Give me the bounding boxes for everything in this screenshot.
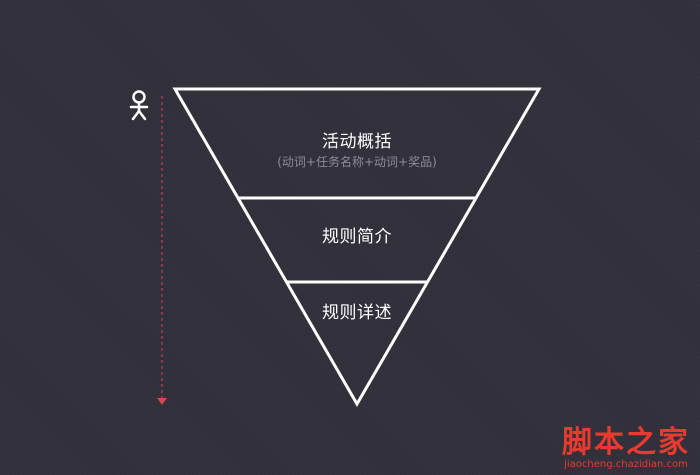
watermark-url: jiaocheng.chazidian.com xyxy=(564,459,688,470)
section-label-summary: 活动概括 xyxy=(322,132,392,152)
section-sublabel-summary: (动词+任务名称+动词+奖品) xyxy=(277,155,437,169)
section-label-rules-intro: 规则简介 xyxy=(322,227,392,247)
watermark-title: 脚本之家 xyxy=(562,425,690,460)
person-icon xyxy=(129,90,149,121)
direction-arrow xyxy=(157,96,167,405)
section-label-rules-detail: 规则详述 xyxy=(322,303,392,323)
pyramid-outline xyxy=(172,87,542,407)
watermark: 脚本之家 jiaocheng.chazidian.com xyxy=(562,427,690,471)
